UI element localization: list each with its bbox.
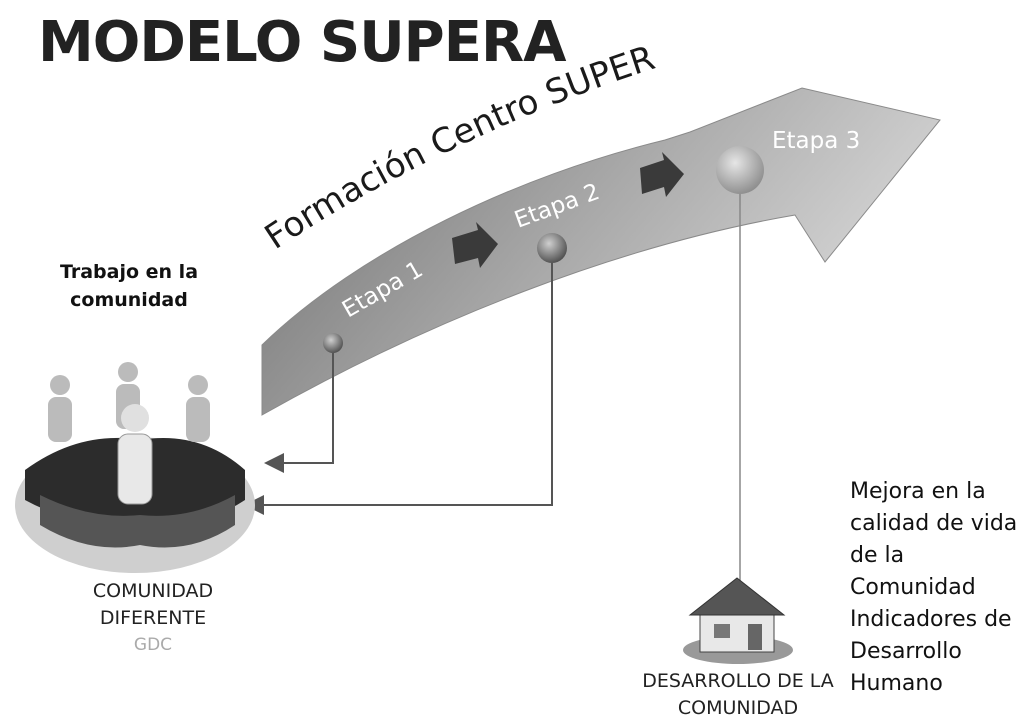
development-label-line: COMUNIDAD — [677, 697, 799, 719]
impact-line: Comunidad — [850, 575, 976, 600]
community-code: GDC — [133, 635, 173, 655]
community-work-label-line: Trabajo en la — [59, 261, 199, 283]
stage-1-marker — [323, 333, 343, 353]
diagram-title: MODELO SUPERA — [38, 10, 566, 75]
impact-description: Mejora en la calidad de vida de la Comun… — [850, 476, 1026, 700]
house-icon — [683, 577, 793, 664]
impact-line: Mejora en la — [850, 479, 986, 504]
community-development-label: DESARROLLO DE LA COMUNIDAD — [618, 668, 858, 722]
process-arrow — [261, 87, 941, 416]
community-name-line: DIFERENTE — [99, 607, 207, 629]
chevron-arrow-icon — [452, 222, 498, 268]
stage-3-marker — [716, 146, 764, 194]
connector-stage-1 — [264, 353, 334, 473]
development-label-line: DESARROLLO DE LA — [642, 670, 834, 692]
impact-line: calidad de vida — [850, 511, 1018, 536]
community-name: COMUNIDAD DIFERENTE GDC — [48, 578, 258, 659]
community-work-label: Trabajo en la comunidad — [14, 258, 244, 314]
chevron-arrow-icon — [640, 152, 684, 197]
community-work-label-line: comunidad — [70, 289, 188, 311]
impact-line: Humano — [850, 671, 943, 696]
impact-line: Desarrollo — [850, 639, 962, 664]
impact-line: Indicadores de — [850, 607, 1012, 632]
connector-stage-2 — [244, 263, 553, 515]
stage-3-label: Etapa 3 — [772, 128, 860, 154]
community-puzzle-icon — [15, 362, 255, 573]
stage-2-marker — [537, 233, 567, 263]
impact-line: de la — [850, 543, 905, 568]
community-name-line: COMUNIDAD — [92, 580, 214, 602]
